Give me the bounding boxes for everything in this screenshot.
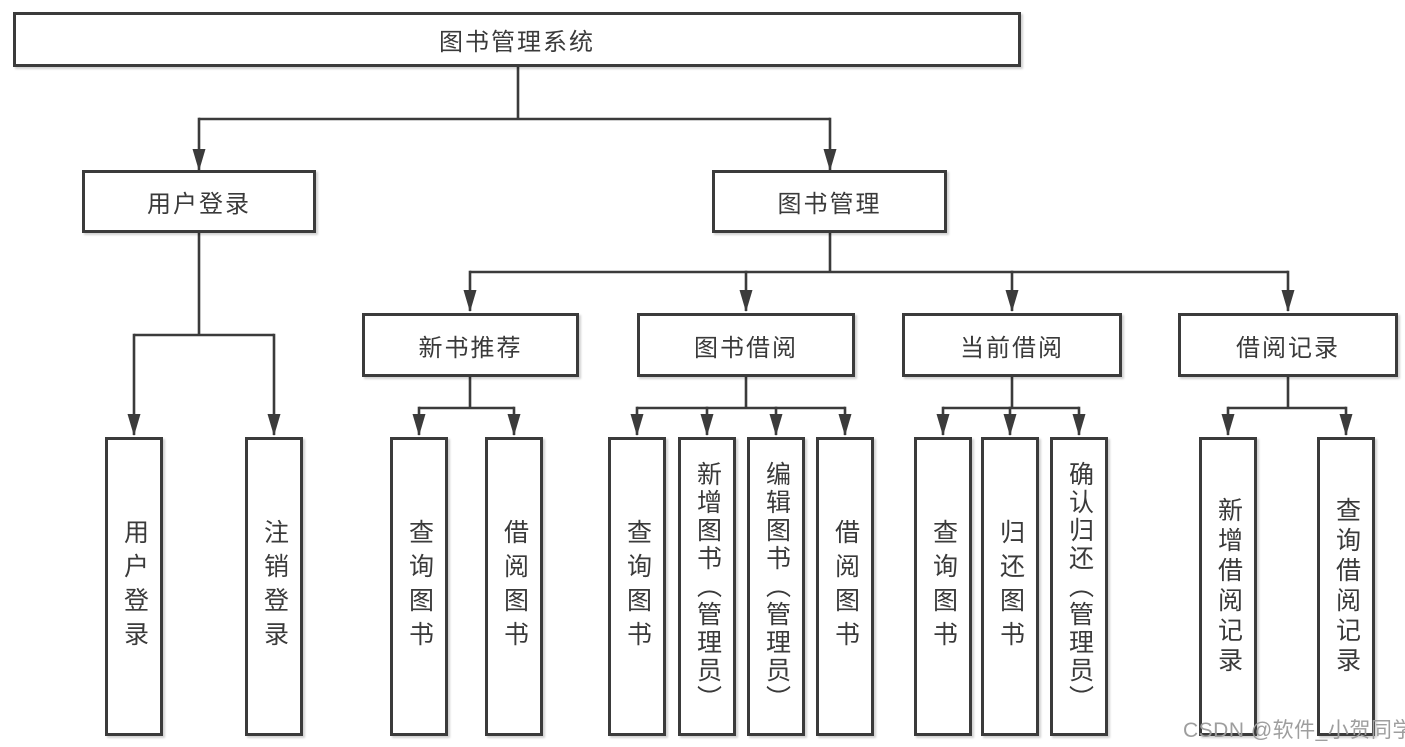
node-book-borrow-label: 图书借阅 bbox=[694, 334, 798, 362]
node-add-books-admin-label: 新增图书（管理员） bbox=[693, 460, 722, 713]
node-current-borrow: 当前借阅 bbox=[902, 313, 1122, 377]
node-new-book-recommend: 新书推荐 bbox=[362, 313, 579, 377]
node-user-login-label: 用户登录 bbox=[147, 191, 251, 218]
node-edit-books-admin: 编辑图书（管理员） bbox=[747, 437, 805, 736]
watermark-text: CSDN @软件_小贺同学 bbox=[1183, 719, 1405, 742]
node-query-borrow-record: 查询借阅记录 bbox=[1317, 437, 1375, 736]
node-borrow-records-label: 借阅记录 bbox=[1236, 334, 1340, 362]
node-user-login-leaf-label: 用户登录 bbox=[120, 518, 149, 655]
node-return-books: 归还图书 bbox=[981, 437, 1039, 736]
node-edit-books-admin-label: 编辑图书（管理员） bbox=[762, 460, 791, 713]
node-query-books-2: 查询图书 bbox=[608, 437, 666, 736]
node-user-login: 用户登录 bbox=[82, 170, 316, 233]
node-logout-leaf: 注销登录 bbox=[245, 437, 303, 736]
node-query-books-1: 查询图书 bbox=[390, 437, 448, 736]
node-borrow-books-1-label: 借阅图书 bbox=[500, 518, 529, 655]
node-root: 图书管理系统 bbox=[13, 12, 1021, 67]
node-borrow-books-1: 借阅图书 bbox=[485, 437, 543, 736]
node-borrow-records: 借阅记录 bbox=[1178, 313, 1398, 377]
node-root-label: 图书管理系统 bbox=[439, 29, 595, 56]
node-return-books-label: 归还图书 bbox=[996, 518, 1025, 655]
node-book-borrow: 图书借阅 bbox=[637, 313, 855, 377]
node-query-borrow-record-label: 查询借阅记录 bbox=[1332, 496, 1361, 677]
node-current-borrow-label: 当前借阅 bbox=[960, 334, 1064, 362]
node-add-borrow-record: 新增借阅记录 bbox=[1199, 437, 1257, 736]
node-query-books-1-label: 查询图书 bbox=[405, 518, 434, 655]
node-new-book-recommend-label: 新书推荐 bbox=[418, 334, 523, 362]
node-add-borrow-record-label: 新增借阅记录 bbox=[1214, 496, 1243, 677]
node-add-books-admin: 新增图书（管理员） bbox=[678, 437, 736, 736]
node-query-books-2-label: 查询图书 bbox=[623, 518, 652, 655]
node-confirm-return-admin-label: 确认归还（管理员） bbox=[1065, 460, 1094, 713]
node-confirm-return-admin: 确认归还（管理员） bbox=[1050, 437, 1108, 736]
node-book-management-label: 图书管理 bbox=[777, 191, 882, 218]
node-logout-leaf-label: 注销登录 bbox=[260, 518, 289, 655]
node-borrow-books-2: 借阅图书 bbox=[816, 437, 874, 736]
node-book-management: 图书管理 bbox=[712, 170, 947, 233]
node-user-login-leaf: 用户登录 bbox=[105, 437, 163, 736]
node-query-books-3: 查询图书 bbox=[914, 437, 972, 736]
node-borrow-books-2-label: 借阅图书 bbox=[831, 518, 860, 655]
node-query-books-3-label: 查询图书 bbox=[929, 518, 958, 655]
